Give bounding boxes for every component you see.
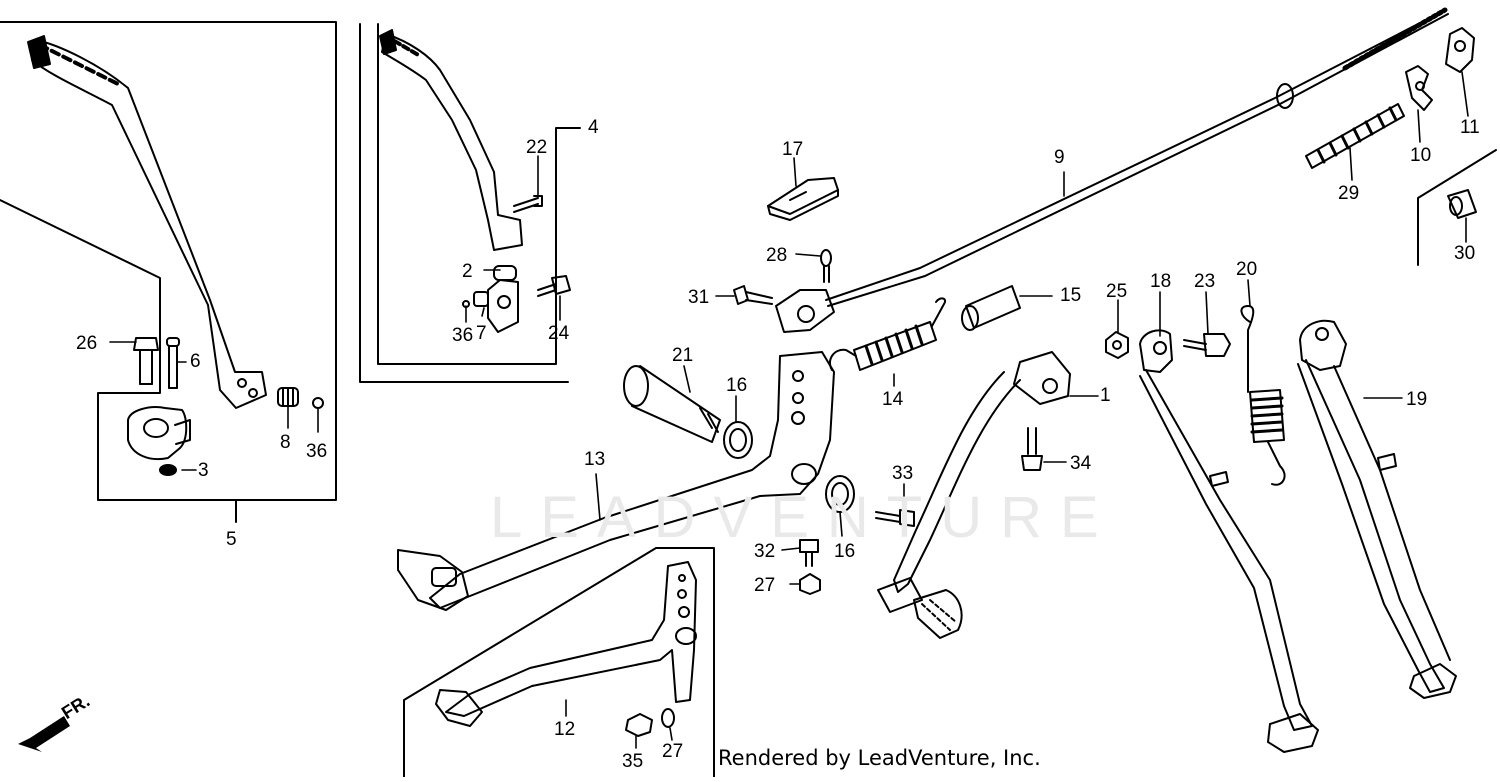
callout-5: 5 <box>226 529 237 550</box>
callout-18: 18 <box>1150 271 1172 292</box>
callout-13: 13 <box>584 449 606 470</box>
callout-19: 19 <box>1406 389 1428 410</box>
callout-32: 32 <box>754 541 776 562</box>
callout-34: 34 <box>1070 453 1092 474</box>
callout-27-lower: 27 <box>662 741 684 762</box>
callout-27-upper: 27 <box>754 575 776 596</box>
brake-pedal-12 <box>436 562 696 726</box>
front-direction-arrow <box>18 716 70 752</box>
ratchet-2 <box>488 266 518 332</box>
pin-28 <box>821 250 831 282</box>
callout-22: 22 <box>526 137 548 158</box>
plate-17 <box>768 178 838 220</box>
kick-starter-arm-left <box>28 36 266 408</box>
callout-7: 7 <box>476 323 487 344</box>
wing-nut-10 <box>1406 66 1432 110</box>
group-box-4 <box>360 24 580 382</box>
ball-36 <box>313 398 323 408</box>
side-stand-18 <box>1140 330 1318 752</box>
kick-starter-arm-right <box>380 30 522 250</box>
callout-17: 17 <box>782 139 804 160</box>
callout-35: 35 <box>622 751 644 772</box>
bolt-31 <box>734 286 772 304</box>
nut-25 <box>1106 332 1128 358</box>
callout-6: 6 <box>190 351 201 372</box>
brake-rod-9 <box>826 10 1448 306</box>
callout-21: 21 <box>672 345 694 366</box>
callout-28: 28 <box>766 245 788 266</box>
spring-29 <box>1306 104 1404 168</box>
callout-12: 12 <box>554 719 576 740</box>
callout-24: 24 <box>548 323 570 344</box>
callout-11: 11 <box>1460 117 1480 138</box>
callout-14: 14 <box>882 389 904 410</box>
callout-8: 8 <box>280 432 291 453</box>
nut-11 <box>1446 28 1474 72</box>
callout-15: 15 <box>1060 285 1082 306</box>
callout-16-lower: 16 <box>834 541 856 562</box>
callout-23: 23 <box>1194 271 1216 292</box>
callout-16-upper: 16 <box>726 375 748 396</box>
callout-33: 33 <box>892 463 914 484</box>
joint-30 <box>1448 190 1476 218</box>
group-box-12 <box>404 548 714 777</box>
callout-3: 3 <box>198 460 209 481</box>
spring-8 <box>278 388 298 406</box>
callout-26: 26 <box>76 333 98 354</box>
watermark-text: LEADVENTURE <box>490 485 1117 550</box>
callout-9: 9 <box>1054 147 1065 168</box>
callout-30: 30 <box>1454 243 1476 264</box>
change-pedal-1 <box>878 352 1070 638</box>
callout-36-left: 36 <box>306 441 328 462</box>
shaft-21 <box>624 366 720 442</box>
callout-2: 2 <box>462 261 473 282</box>
nut-27b <box>662 709 674 727</box>
nut-27a <box>800 574 820 594</box>
bolt-34 <box>1022 428 1042 470</box>
callout-29: 29 <box>1338 183 1360 204</box>
bolt-35 <box>626 714 652 736</box>
clamp-part <box>128 407 190 459</box>
nut-3 <box>160 465 176 475</box>
sleeve-15 <box>962 286 1020 330</box>
screw-22 <box>514 196 542 212</box>
spring-14 <box>830 298 945 370</box>
bolt-23 <box>1184 334 1230 356</box>
render-credit: Rendered by LeadVenture, Inc. <box>718 746 1041 770</box>
callout-31: 31 <box>688 287 710 308</box>
callout-25: 25 <box>1106 281 1128 302</box>
bolt-33 <box>876 510 914 526</box>
group-box-5 <box>0 22 336 522</box>
callout-4: 4 <box>588 117 599 138</box>
rod-joint <box>776 290 834 332</box>
callout-36-upper: 36 <box>452 325 474 346</box>
callout-1: 1 <box>1100 385 1111 406</box>
seal-16a <box>724 422 752 458</box>
spring-7 <box>474 292 488 306</box>
pin-6 <box>167 338 179 388</box>
callout-10: 10 <box>1410 145 1432 166</box>
spring-20 <box>1241 306 1284 485</box>
callout-20: 20 <box>1236 259 1258 280</box>
bolt-26 <box>134 338 158 384</box>
leader-lines <box>110 72 1468 748</box>
group-box-30 <box>1418 150 1496 265</box>
main-stand-19 <box>1298 321 1456 698</box>
brake-pedal-13 <box>398 352 834 610</box>
bolt-24 <box>538 276 570 296</box>
